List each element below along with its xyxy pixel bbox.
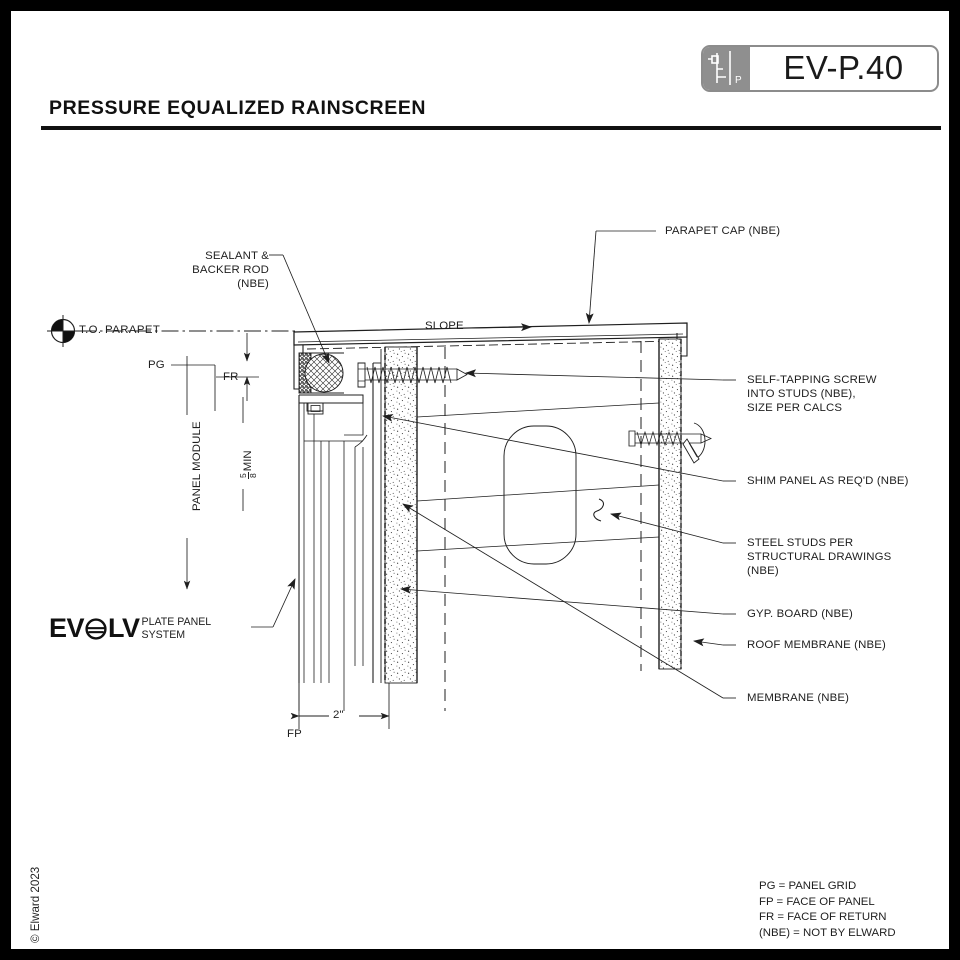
min-text: MIN [242, 450, 255, 472]
sheet-number-badge: P EV-P.40 [701, 45, 939, 92]
title-divider [41, 126, 941, 130]
gyp-board-geometry [384, 346, 418, 684]
annotation-to-parapet: T.O. PARAPET [79, 324, 161, 336]
dimension-label-fp: FP [287, 728, 302, 740]
annotation-sealant-backer-rod: SEALANT & BACKER ROD (NBE) [192, 250, 269, 291]
shim-panel-geometry [372, 349, 382, 683]
annotation-slope: SLOPE [425, 320, 464, 332]
self-tapping-screw-upper [357, 362, 468, 388]
sheet-number-text: EV-P.40 [783, 48, 904, 86]
fraction-five-eighths: 5 8 [238, 472, 258, 479]
leader-sealant-backer-rod [269, 254, 330, 364]
backer-rod-geometry [298, 352, 344, 394]
dimension-label-fr: FR [223, 371, 239, 383]
logo-wordmark: EV LV [49, 615, 140, 642]
steel-stud-geometry [416, 341, 660, 711]
dimension-label-panel-module: PANEL MODULE [191, 421, 203, 511]
sheet-page: P EV-P.40 PRESSURE EQUALIZED RAINSCREEN [11, 11, 949, 949]
annotation-steel-studs: STEEL STUDS PER STRUCTURAL DRAWINGS (NBE… [747, 537, 892, 578]
roof-membrane-geometry [658, 338, 682, 670]
dimension-label-width: 2" [333, 709, 344, 721]
dimension-label-pg: PG [148, 359, 165, 371]
leader-plate-panel-system [251, 578, 296, 628]
page-title: PRESSURE EQUALIZED RAINSCREEN [49, 97, 427, 119]
annotation-self-tapping-screw: SELF-TAPPING SCREW INTO STUDS (NBE), SIZ… [747, 374, 877, 415]
evolv-logo: EV LV PLATE PANEL SYSTEM [49, 615, 211, 642]
logo-o-icon [85, 617, 107, 640]
annotation-membrane: MEMBRANE (NBE) [747, 692, 850, 704]
to-parapet-datum-icon [47, 315, 79, 347]
leader-gyp-board [400, 585, 736, 615]
copyright-notice: © Elward 2023 [29, 866, 42, 943]
annotation-gyp-board: GYP. BOARD (NBE) [747, 608, 853, 620]
leader-self-tapping-screw [465, 369, 736, 381]
leader-parapet-cap [585, 230, 656, 324]
plate-panel-profile [298, 394, 368, 711]
logo-text-left: EV [49, 613, 85, 643]
abbreviation-legend: PG = PANEL GRID FP = FACE OF PANEL FR = … [759, 880, 896, 939]
logo-text-right: LV [108, 613, 140, 643]
fraction-denominator: 8 [247, 473, 258, 478]
break-squiggle-symbol [593, 498, 604, 522]
parapet-cap-geometry [293, 322, 688, 390]
dimension-label-min: 5 8 MIN [238, 450, 258, 479]
annotation-parapet-cap: PARAPET CAP (NBE) [665, 225, 781, 237]
svg-text:P: P [735, 75, 742, 86]
parapet-detail-icon: P [703, 47, 750, 90]
leader-membrane [402, 503, 736, 699]
annotation-shim-panel: SHIM PANEL AS REQ'D (NBE) [747, 475, 909, 487]
logo-subtitle: PLATE PANEL SYSTEM [141, 616, 212, 641]
leader-steel-studs [610, 512, 736, 544]
annotation-roof-membrane: ROOF MEMBRANE (NBE) [747, 639, 886, 651]
leader-roof-membrane [693, 638, 736, 647]
leader-shim-panel [382, 413, 736, 482]
self-tapping-screw-lower [628, 422, 712, 464]
